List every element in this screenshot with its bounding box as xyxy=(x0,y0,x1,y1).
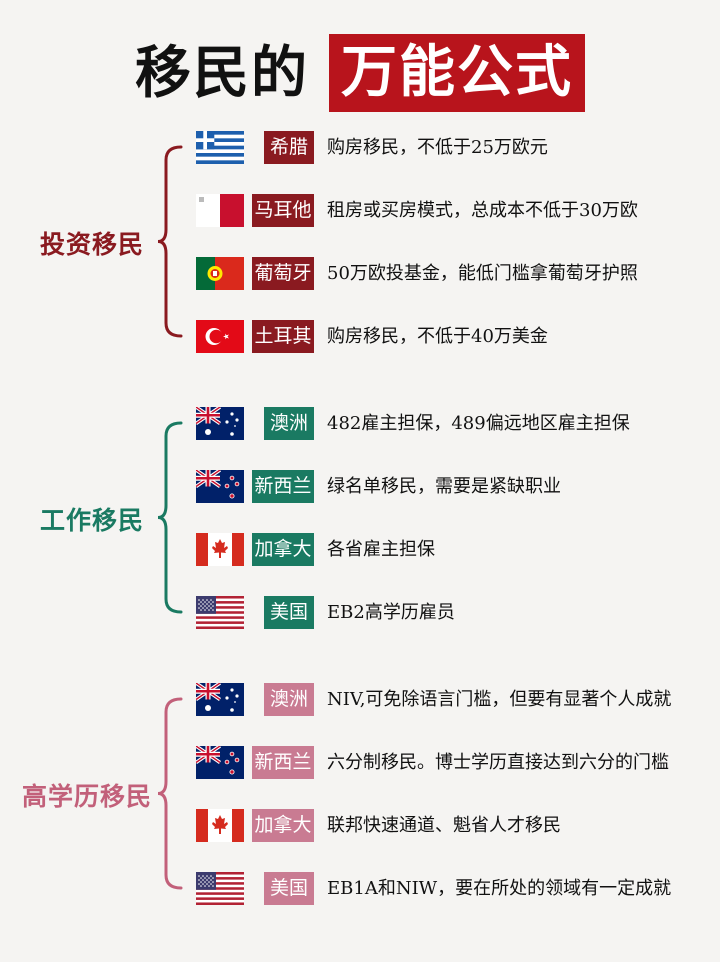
country-tag: 新西兰 xyxy=(252,746,314,779)
list-item: 美国 EB2高学历雇员 xyxy=(196,596,716,630)
policy-description: 绿名单移民，需要是紧缺职业 xyxy=(327,476,561,497)
title-highlight-box: 万能公式 xyxy=(329,34,585,112)
policy-description: 六分制移民。博士学历直接达到六分的门槛 xyxy=(327,752,669,773)
new-zealand-flag-icon xyxy=(194,468,244,503)
usa-flag-icon xyxy=(196,872,244,905)
policy-description: 购房移民，不低于25万欧元 xyxy=(327,137,548,158)
policy-description: NIV,可免除语言门槛，但要有显著个人成就 xyxy=(327,689,672,710)
policy-description: 购房移民，不低于40万美金 xyxy=(327,326,548,347)
title-right-text: 万能公式 xyxy=(341,40,573,105)
list-item: 澳洲 482雇主担保，489偏远地区雇主担保 xyxy=(194,405,716,441)
portugal-flag-icon xyxy=(196,257,244,290)
list-item: 新西兰绿名单移民，需要是紧缺职业 xyxy=(194,468,716,504)
australia-flag-icon xyxy=(194,405,244,440)
country-tag: 加拿大 xyxy=(252,533,314,566)
list-item: 土耳其购房移民，不低于40万美金 xyxy=(196,320,716,354)
policy-description: 联邦快速通道、魁省人才移民 xyxy=(327,815,561,836)
page-title: 移民的 万能公式 xyxy=(0,34,720,114)
list-item: 新西兰六分制移民。博士学历直接达到六分的门槛 xyxy=(194,744,716,780)
country-tag: 美国 xyxy=(264,596,314,629)
list-item: 葡萄牙 50万欧投基金，能低门槛拿葡萄牙护照 xyxy=(196,257,716,291)
group-brace xyxy=(157,421,183,614)
turkey-flag-icon xyxy=(196,320,244,353)
list-item: 美国 EB1A和NIW，要在所处的领域有一定成就 xyxy=(196,872,716,906)
title-left-text: 移民的 xyxy=(135,41,309,106)
australia-flag-icon xyxy=(194,681,244,716)
country-tag: 澳洲 xyxy=(264,683,314,716)
policy-description: EB2高学历雇员 xyxy=(327,602,455,623)
country-tag: 希腊 xyxy=(264,131,314,164)
country-tag: 美国 xyxy=(264,872,314,905)
list-item: 加拿大各省雇主担保 xyxy=(196,533,716,567)
usa-flag-icon xyxy=(196,596,244,629)
group-brace xyxy=(157,697,183,890)
country-tag: 土耳其 xyxy=(252,320,314,353)
canada-flag-icon xyxy=(196,533,244,566)
new-zealand-flag-icon xyxy=(194,744,244,779)
country-tag: 加拿大 xyxy=(252,809,314,842)
group-label: 高学历移民 xyxy=(22,781,153,811)
list-item: 澳洲 NIV,可免除语言门槛，但要有显著个人成就 xyxy=(194,681,716,717)
policy-description: EB1A和NIW，要在所处的领域有一定成就 xyxy=(327,878,672,899)
canada-flag-icon xyxy=(196,809,244,842)
country-tag: 马耳他 xyxy=(252,194,314,227)
country-tag: 澳洲 xyxy=(264,407,314,440)
group-label: 工作移民 xyxy=(40,505,145,535)
country-tag: 新西兰 xyxy=(252,470,314,503)
list-item: 希腊购房移民，不低于25万欧元 xyxy=(196,131,716,165)
list-item: 加拿大联邦快速通道、魁省人才移民 xyxy=(196,809,716,843)
policy-description: 482雇主担保，489偏远地区雇主担保 xyxy=(327,413,630,434)
policy-description: 各省雇主担保 xyxy=(327,539,435,560)
group-label: 投资移民 xyxy=(40,229,145,259)
greece-flag-icon xyxy=(196,131,244,164)
group-brace xyxy=(157,145,183,338)
policy-description: 50万欧投基金，能低门槛拿葡萄牙护照 xyxy=(327,263,638,284)
country-tag: 葡萄牙 xyxy=(252,257,314,290)
malta-flag-icon xyxy=(196,194,244,227)
list-item: 马耳他租房或买房模式，总成本不低于30万欧 xyxy=(196,194,716,228)
policy-description: 租房或买房模式，总成本不低于30万欧 xyxy=(327,200,638,221)
